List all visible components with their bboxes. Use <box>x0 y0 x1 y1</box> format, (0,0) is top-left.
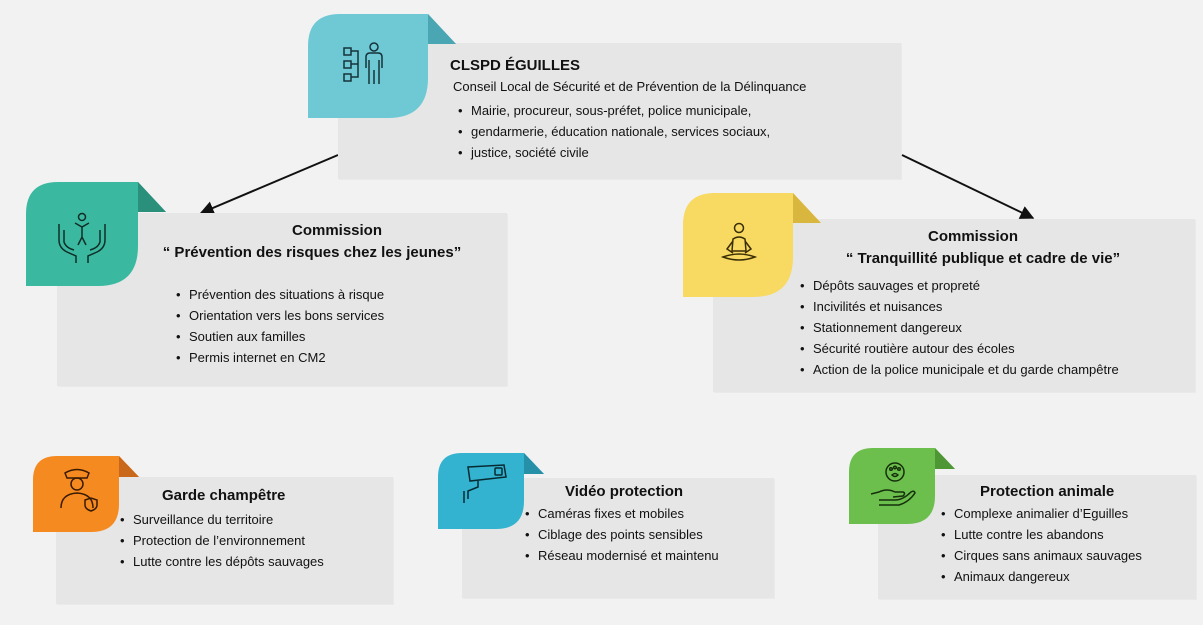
garde-champetre-title: Garde champêtre <box>162 487 286 504</box>
commission-tranquillite-list: Dépôts sauvages et propreté Incivilités … <box>800 275 1119 380</box>
list-item: Sécurité routière autour des écoles <box>800 338 1119 359</box>
protection-animale-badge <box>849 448 959 524</box>
commission-tranquillite-title: “ Tranquillité publique et cadre de vie” <box>845 250 1121 267</box>
clspd-card: CLSPD ÉGUILLES Conseil Local de Sécurité… <box>338 43 901 179</box>
list-item: Stationnement dangereux <box>800 317 1119 338</box>
commission-jeunes-list: Prévention des situations à risque Orien… <box>176 284 384 368</box>
list-item: Lutte contre les abandons <box>941 524 1142 545</box>
list-item: Surveillance du territoire <box>120 509 324 530</box>
clspd-badge <box>308 14 458 118</box>
garde-champetre-list: Surveillance du territoire Protection de… <box>120 509 324 572</box>
list-item: justice, société civile <box>458 142 770 163</box>
hands-protecting-child-icon <box>58 212 106 263</box>
garde-champetre-badge <box>33 456 143 532</box>
list-item: Prévention des situations à risque <box>176 284 384 305</box>
list-item: Ciblage des points sensibles <box>525 524 719 545</box>
list-item: Protection de l’environnement <box>120 530 324 551</box>
commission-jeunes-badge <box>26 182 170 286</box>
cctv-camera-icon <box>463 464 507 503</box>
list-item: Orientation vers les bons services <box>176 305 384 326</box>
list-item: Animaux dangereux <box>941 566 1142 587</box>
clspd-list: Mairie, procureur, sous-préfet, police m… <box>458 100 770 163</box>
protection-animale-title: Protection animale <box>980 483 1115 500</box>
video-protection-title: Vidéo protection <box>565 483 684 500</box>
list-item: Lutte contre les dépôts sauvages <box>120 551 324 572</box>
commission-jeunes-label: Commission <box>291 222 382 239</box>
commission-jeunes-title: “ Prévention des risques chez les jeunes… <box>162 244 462 261</box>
video-protection-list: Caméras fixes et mobiles Ciblage des poi… <box>525 503 719 566</box>
video-protection-badge <box>438 453 548 529</box>
commission-tranquillite-badge <box>683 193 825 297</box>
officer-icon <box>60 468 98 512</box>
list-item: Incivilités et nuisances <box>800 296 1119 317</box>
list-item: Caméras fixes et mobiles <box>525 503 719 524</box>
protection-animale-list: Complexe animalier d’Eguilles Lutte cont… <box>941 503 1142 587</box>
meditation-person-icon <box>720 222 758 261</box>
clspd-subtitle: Conseil Local de Sécurité et de Préventi… <box>453 79 807 94</box>
list-item: Cirques sans animaux sauvages <box>941 545 1142 566</box>
list-item: Action de la police municipale et du gar… <box>800 359 1119 380</box>
hand-paw-icon <box>870 462 916 506</box>
list-item: Complexe animalier d’Eguilles <box>941 503 1142 524</box>
list-item: Soutien aux familles <box>176 326 384 347</box>
clspd-title: CLSPD ÉGUILLES <box>450 57 581 74</box>
org-chart-person-icon <box>343 42 383 84</box>
list-item: gendarmerie, éducation nationale, servic… <box>458 121 770 142</box>
list-item: Réseau modernisé et maintenu <box>525 545 719 566</box>
garde-champetre-card: Garde champêtre Surveillance du territoi… <box>56 477 393 604</box>
list-item: Dépôts sauvages et propreté <box>800 275 1119 296</box>
commission-tranquillite-label: Commission <box>927 228 1018 245</box>
arrow-to-jeunes <box>199 154 339 215</box>
list-item: Permis internet en CM2 <box>176 347 384 368</box>
list-item: Mairie, procureur, sous-préfet, police m… <box>458 100 770 121</box>
commission-tranquillite-card: Commission “ Tranquillité publique et ca… <box>713 219 1195 392</box>
arrow-to-tranquillite <box>901 154 1035 219</box>
